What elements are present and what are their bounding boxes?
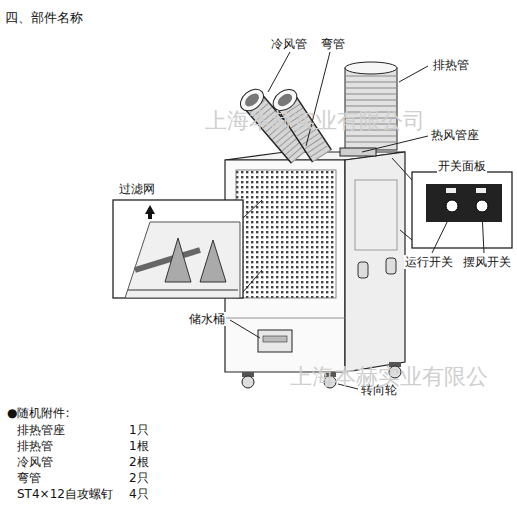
accessory-cell: ●随机附件:	[6, 406, 71, 420]
part-label: 排热管	[432, 58, 470, 72]
accessory-cell: 冷风管	[16, 455, 54, 469]
accessory-cell: 2根	[128, 455, 150, 469]
part-label: 储水桶	[188, 312, 226, 326]
part-label: 热风管座	[430, 128, 480, 142]
accessory-cell: ST4×12自攻螺钉	[16, 487, 114, 501]
accessory-cell: 4只	[128, 487, 150, 501]
part-label: 运行开关	[404, 255, 454, 269]
part-label: 弯管	[320, 37, 346, 51]
watermark: 上海本赫实业有限公司	[205, 108, 425, 134]
part-label: 过滤网	[118, 182, 156, 196]
diagram-title: 四、部件名称	[4, 10, 84, 26]
accessory-cell: 1根	[128, 439, 150, 453]
accessory-cell: 2只	[128, 471, 150, 485]
part-label: 摆风开关	[462, 255, 512, 269]
part-label: 冷风管	[270, 37, 308, 51]
accessory-cell: 排热管	[16, 439, 54, 453]
accessory-cell: 弯管	[16, 471, 42, 485]
accessory-cell: 1只	[128, 423, 150, 437]
panel-heading: 开关面板	[437, 159, 487, 173]
panel-inset: 开关面板	[412, 155, 512, 174]
accessory-cell: 排热管座	[16, 423, 66, 437]
watermark: 上海本赫实业有限公	[290, 364, 488, 390]
